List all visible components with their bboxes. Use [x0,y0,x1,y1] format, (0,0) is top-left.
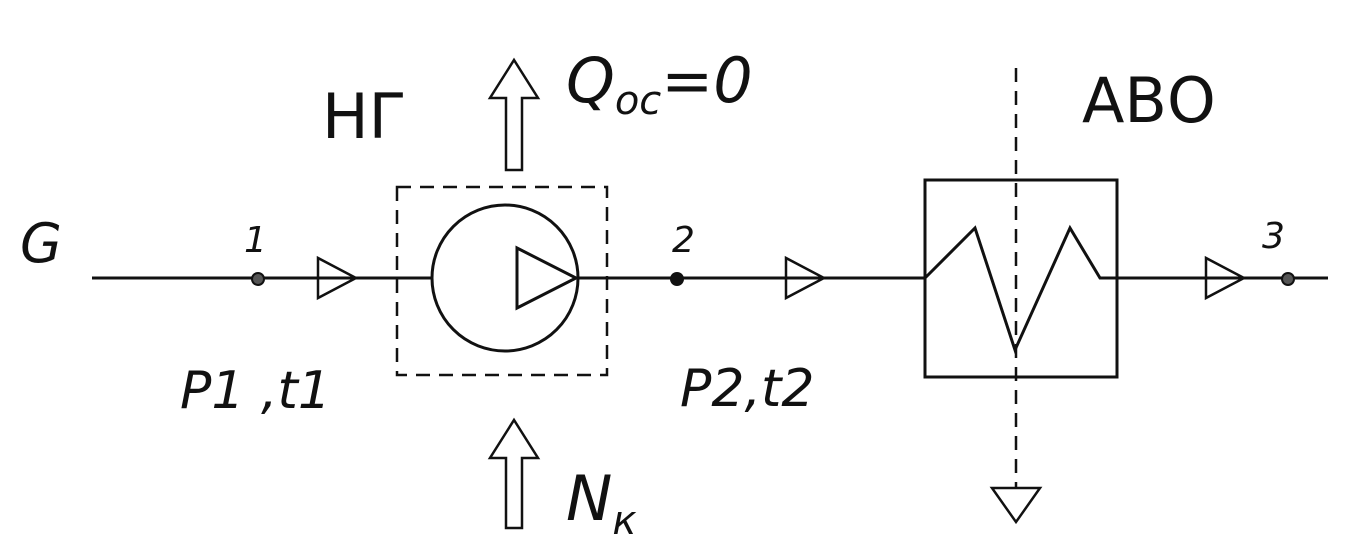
power-input-arrow-icon [487,417,541,530]
point-1-label: 1 [244,220,267,261]
point-3-marker [1281,272,1295,286]
heat-output-subscript: ос [615,78,661,124]
inlet-params-label: P1 ,t1 [180,361,331,421]
heat-output-arrow-icon [487,57,541,172]
point-3-label: 3 [1262,216,1285,257]
power-input-label: Nк [566,462,637,544]
power-input-subscript: к [612,498,636,544]
air-cooler-zigzag [923,224,1117,355]
point-1-marker [251,272,265,286]
compressor-unit-label: НГ [322,80,406,153]
compressor-triangle [515,245,580,311]
flow-arrow-middle [784,255,827,301]
compressor-unit-boundary [395,185,609,377]
point-2-label: 2 [672,220,695,261]
outlet-params-label: P2,t2 [680,359,814,419]
flow-arrow-outlet [1204,255,1247,301]
flow-arrow-inlet [316,255,359,301]
air-cooler-box [923,178,1119,379]
heat-output-label: Qос=0 [566,44,753,124]
cooling-air-arrow-icon [989,486,1043,525]
flow-label: G [20,212,62,275]
heat-output-value: =0 [661,44,752,117]
compressor-circle [430,203,580,353]
point-2-marker [670,272,684,286]
air-cooler-label: АВО [1082,64,1216,137]
